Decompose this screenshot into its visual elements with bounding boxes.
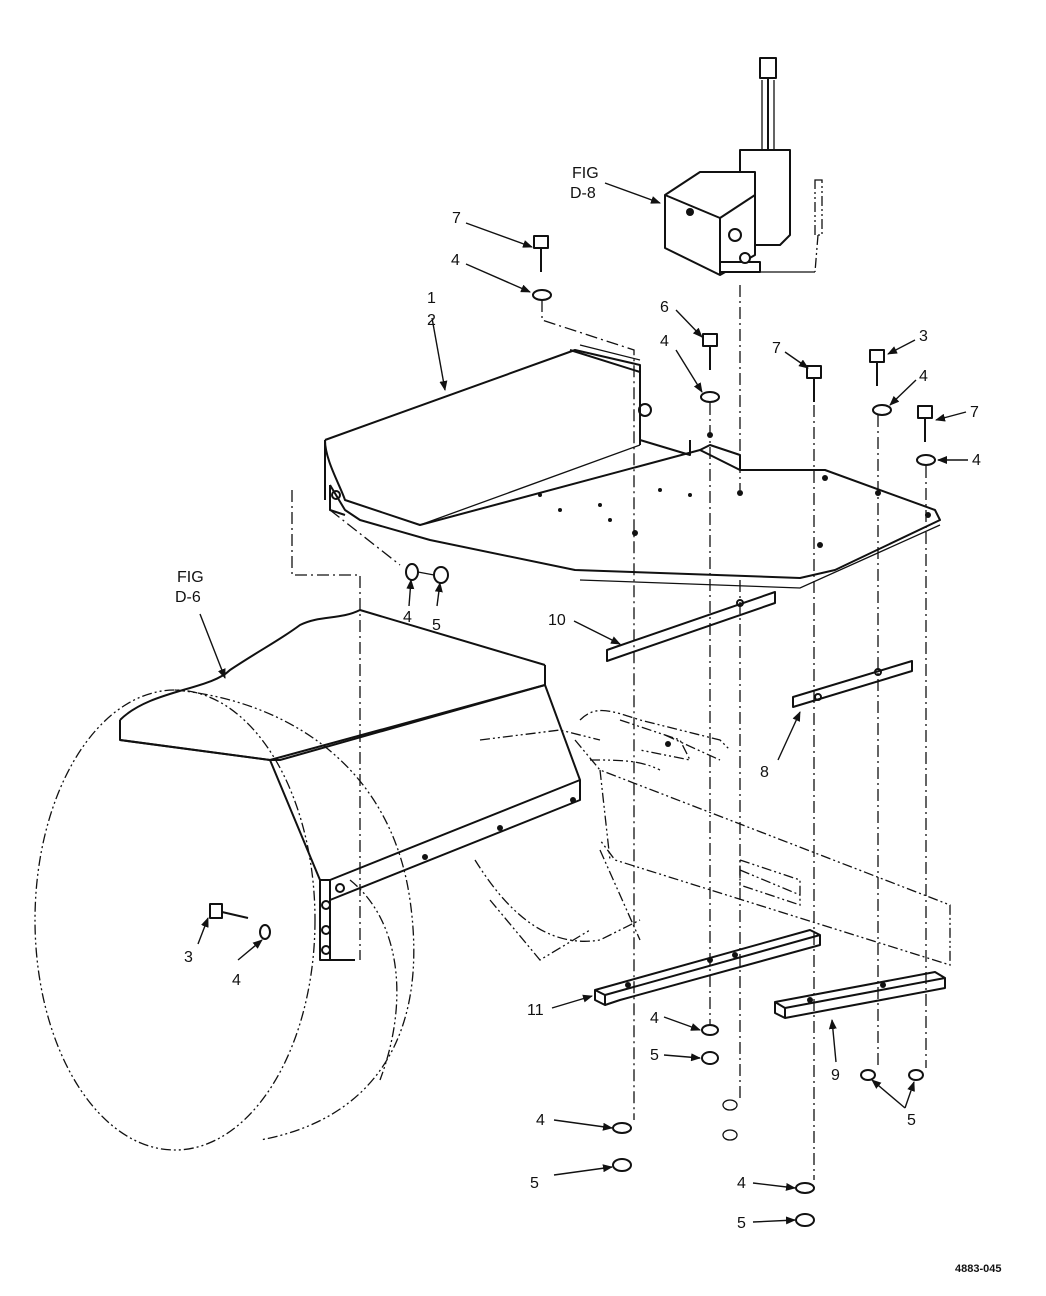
washer-4-g bbox=[701, 1024, 719, 1036]
fig-d8-label-line1: FIG bbox=[572, 165, 599, 182]
wheel-phantom bbox=[34, 689, 415, 1151]
nut-5-f bbox=[908, 1069, 924, 1081]
callout-9: 9 bbox=[831, 1067, 840, 1084]
washer-4-b bbox=[700, 391, 720, 403]
callout-4-i: 4 bbox=[737, 1175, 746, 1192]
callout-5-a: 5 bbox=[432, 617, 441, 634]
callout-4-e: 4 bbox=[403, 609, 412, 626]
vehicle-frame-phantom bbox=[474, 709, 951, 966]
callout-10: 10 bbox=[548, 612, 566, 629]
callout-4-a: 4 bbox=[451, 252, 460, 269]
washer-4-d bbox=[916, 454, 936, 466]
nut-5-d bbox=[795, 1213, 815, 1227]
hold-down-strap-8 bbox=[792, 660, 913, 708]
callout-7-a: 7 bbox=[452, 210, 461, 227]
callout-8: 8 bbox=[760, 764, 769, 781]
bolt-3-a bbox=[869, 349, 885, 386]
callout-6: 6 bbox=[660, 299, 669, 316]
callout-3-b: 3 bbox=[184, 949, 193, 966]
bolt-6 bbox=[702, 333, 718, 370]
callout-5-b: 5 bbox=[650, 1047, 659, 1064]
fig-d6-label-line2: D-6 bbox=[175, 589, 201, 606]
callout-1: 1 bbox=[427, 290, 436, 307]
support-channel-11 bbox=[594, 929, 821, 1006]
callout-3-a: 3 bbox=[919, 328, 928, 345]
leader-arrows bbox=[197, 182, 968, 1225]
callout-7-b: 7 bbox=[772, 340, 781, 357]
callout-2: 2 bbox=[427, 312, 436, 329]
fig-d8-label-line2: D-8 bbox=[570, 185, 596, 202]
washer-4-a bbox=[532, 289, 552, 301]
nut-phantom bbox=[722, 1129, 738, 1141]
bolt-7-a bbox=[533, 235, 549, 272]
callout-labels: FIG D-8 FIG D-6 7 4 1 2 6 4 7 3 4 7 4 4 … bbox=[175, 165, 1002, 1275]
callout-4-g: 4 bbox=[650, 1010, 659, 1027]
callout-5-e: 5 bbox=[737, 1215, 746, 1232]
callout-7-c: 7 bbox=[970, 404, 979, 421]
tray-holes bbox=[538, 432, 931, 548]
callout-4-f: 4 bbox=[232, 972, 241, 989]
nut-5-c bbox=[612, 1158, 632, 1172]
nut-5-a bbox=[433, 566, 449, 584]
washer-4-f bbox=[259, 924, 271, 940]
callout-4-d: 4 bbox=[972, 452, 981, 469]
nut-5-e bbox=[860, 1069, 876, 1081]
alignment-lines bbox=[291, 285, 927, 1180]
battery-box-lid bbox=[324, 344, 741, 526]
fig-d6-label-line1: FIG bbox=[177, 569, 204, 586]
callout-4-h: 4 bbox=[536, 1112, 545, 1129]
washer-4-e bbox=[405, 563, 419, 581]
callout-5-c: 5 bbox=[907, 1112, 916, 1129]
callout-5-d: 5 bbox=[530, 1175, 539, 1192]
control-lever-assembly bbox=[664, 57, 823, 276]
bolt-7-b bbox=[806, 365, 822, 402]
washer-4-i bbox=[795, 1182, 815, 1194]
battery-tray-plate bbox=[329, 432, 941, 589]
washer-4-c bbox=[872, 404, 892, 416]
washer-phantom bbox=[722, 1099, 738, 1111]
bolt-3-b bbox=[209, 903, 249, 919]
nut-5-b bbox=[701, 1051, 719, 1065]
hold-down-strap-10 bbox=[606, 591, 776, 662]
support-channel-9 bbox=[774, 971, 946, 1019]
callout-4-c: 4 bbox=[919, 368, 928, 385]
hardware bbox=[209, 235, 936, 1227]
washer-4-h bbox=[612, 1122, 632, 1134]
bolt-7-c bbox=[917, 405, 933, 442]
callout-11: 11 bbox=[527, 1002, 544, 1019]
callout-4-b: 4 bbox=[660, 333, 669, 350]
figure-number: 4883-045 bbox=[955, 1263, 1002, 1275]
